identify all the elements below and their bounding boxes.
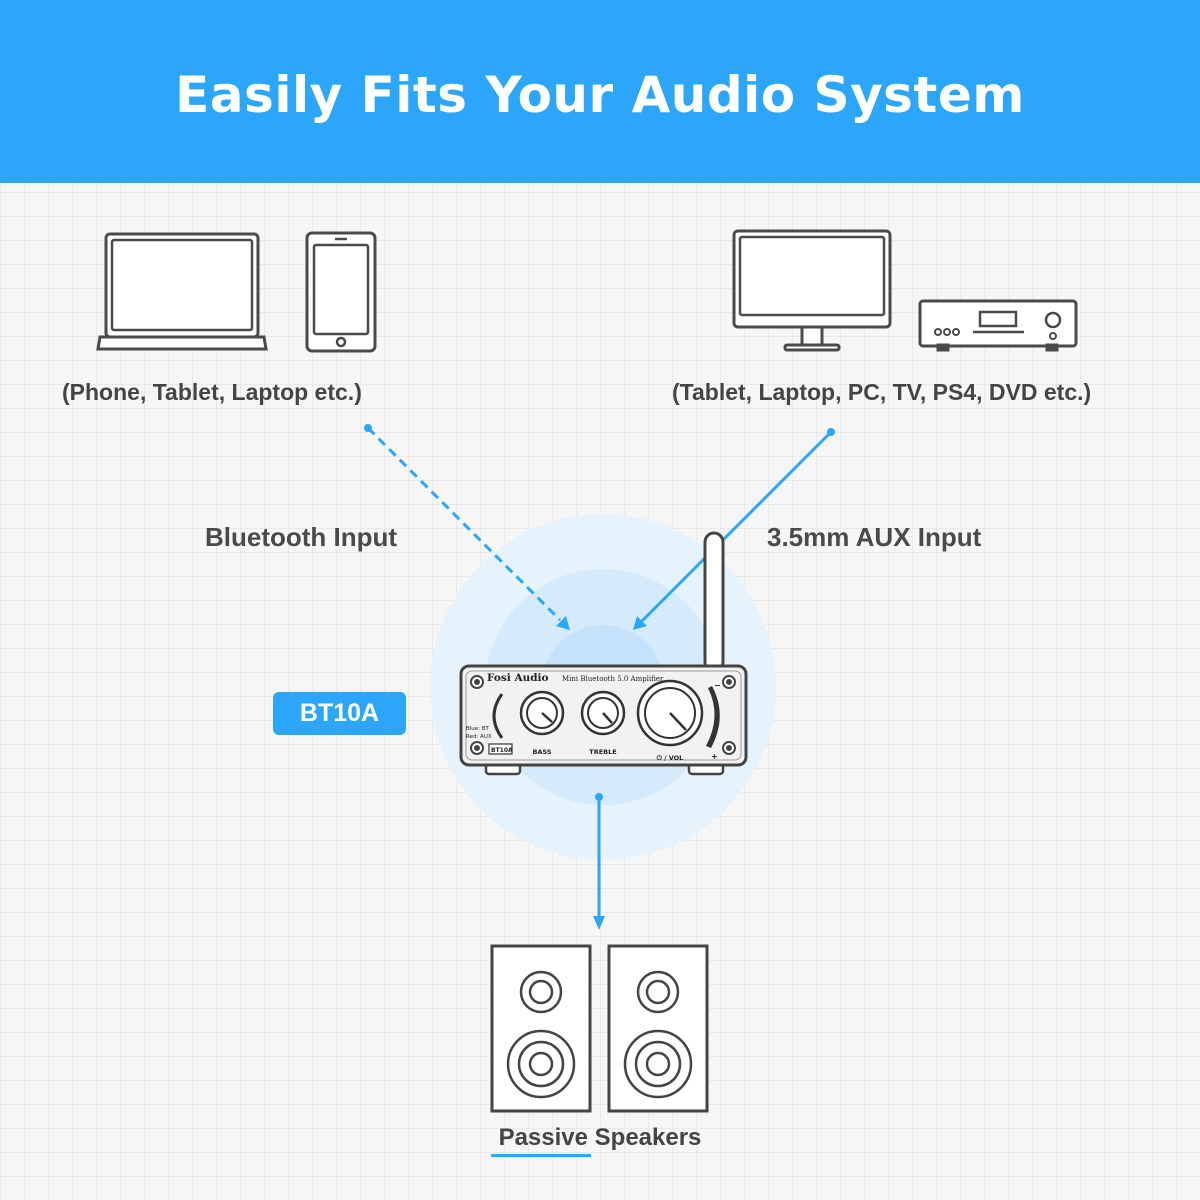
phone-icon — [305, 231, 377, 353]
dvd-player-icon — [918, 299, 1078, 352]
amp-bass-label: BASS — [532, 748, 551, 756]
label-underline — [491, 1154, 591, 1157]
laptop-icon — [96, 232, 268, 351]
aux-input-label: 3.5mm AUX Input — [767, 522, 982, 552]
wired-sources-caption: (Tablet, Laptop, PC, TV, PS4, DVD etc.) — [672, 379, 1092, 405]
amp-subtitle: Mini Bluetooth 5.0 Amplifier — [562, 675, 664, 683]
model-badge: BT10A — [273, 692, 406, 735]
wireless-sources-caption: (Phone, Tablet, Laptop etc.) — [62, 379, 362, 405]
speaker-output-arrow — [593, 793, 605, 930]
amp-vol-minus: − — [714, 681, 721, 690]
amp-treble-label: TREBLE — [589, 748, 616, 756]
amp-vol-plus: + — [711, 752, 718, 761]
amp-volume-label: ⏻ / VOL — [657, 754, 684, 762]
page-title: Easily Fits Your Audio System — [175, 66, 1025, 124]
amplifier-icon: Fosi Audio Mini Bluetooth 5.0 Amplifier … — [459, 531, 748, 776]
header-banner: Easily Fits Your Audio System — [0, 0, 1200, 183]
bluetooth-input-arrow — [364, 424, 570, 630]
amp-model-plate: BT10A — [491, 747, 513, 754]
amp-brand: Fosi Audio — [487, 672, 549, 684]
monitor-icon — [732, 229, 892, 352]
speaker-icon — [490, 944, 592, 1113]
aux-input-arrow — [633, 428, 835, 630]
passive-speakers-label: Passive Speakers — [498, 1124, 702, 1151]
speaker-icon — [607, 944, 709, 1113]
amp-indicator-blue: Blue: BT — [466, 726, 490, 732]
bluetooth-input-label: Bluetooth Input — [205, 522, 398, 552]
amp-indicator-red: Red: AUX — [466, 734, 492, 740]
